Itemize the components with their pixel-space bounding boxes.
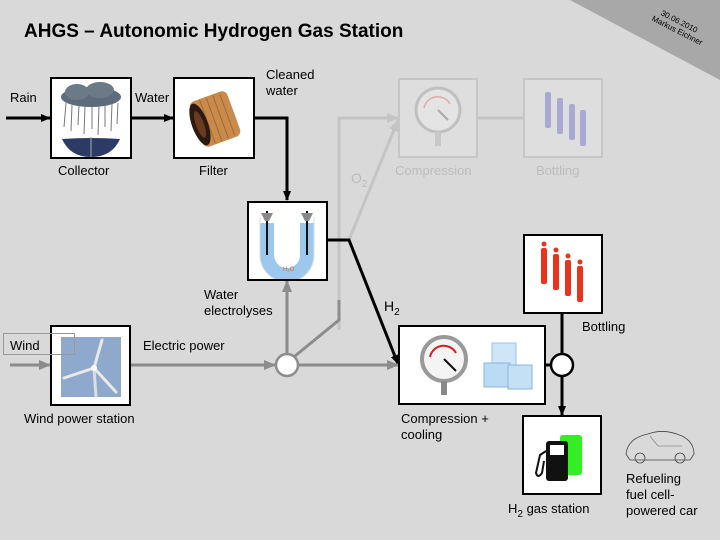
o2-label: O2 xyxy=(351,170,368,190)
power-to-faded-compression xyxy=(294,300,341,358)
wind-power-station-label: Wind power station xyxy=(24,411,135,426)
water-electrolyses-label: Water electrolyses xyxy=(204,287,273,318)
svg-text:H₂O: H₂O xyxy=(283,267,295,273)
compression-cooling-box[interactable] xyxy=(398,325,546,405)
faded-compression-label: Compression xyxy=(395,163,472,178)
power-junction xyxy=(274,352,300,378)
filter-label: Filter xyxy=(199,163,228,178)
page-title: AHGS – Autonomic Hydrogen Gas Station xyxy=(24,21,404,42)
gas-cylinders-faded-icon xyxy=(545,92,586,146)
wind-turbine-icon xyxy=(61,337,121,398)
o2-line xyxy=(347,119,400,241)
h2-gas-station-label: H2 gas station xyxy=(508,501,590,520)
wind-label: Wind xyxy=(10,338,40,353)
wind-power-station-box[interactable] xyxy=(50,325,131,406)
h2-junction xyxy=(549,352,575,378)
fuel-pump-icon xyxy=(534,435,582,481)
h2-arrow xyxy=(327,238,400,365)
pressure-gauge-faded-icon xyxy=(414,86,462,146)
cleaned-water-label: Cleaned water xyxy=(266,67,315,98)
collector-box[interactable] xyxy=(50,77,132,159)
electric-power-label: Electric power xyxy=(143,338,225,353)
filter-cartridge-icon xyxy=(189,91,241,147)
cleaned-water-arrow xyxy=(253,116,291,201)
electrolysis-box[interactable]: H₂O xyxy=(247,201,328,283)
gas-cylinders-icon xyxy=(541,241,583,302)
h2-label: H2 xyxy=(384,298,400,318)
wind-label-frame xyxy=(3,333,75,355)
rain-cloud-umbrella-icon xyxy=(61,82,121,157)
filter-box[interactable] xyxy=(173,77,255,159)
corner-banner: 30.06.2010 Markus Eichner xyxy=(570,0,720,80)
rain-label: Rain xyxy=(10,90,37,105)
compression-cooling-label: Compression + cooling xyxy=(401,411,489,442)
faded-line-to-compression xyxy=(337,113,399,330)
bottling-label: Bottling xyxy=(582,319,626,334)
refueling-label: Refueling fuel cell- powered car xyxy=(626,471,698,518)
faded-compression-box xyxy=(398,78,478,158)
pressure-gauge-icon xyxy=(420,335,468,395)
h2-gas-station-box[interactable] xyxy=(522,415,602,495)
u-tube-electrolysis-icon: H₂O xyxy=(259,211,315,283)
ice-cubes-icon xyxy=(483,342,533,390)
faded-bottling-label: Bottling xyxy=(536,163,580,178)
faded-flow xyxy=(337,113,523,330)
water-label: Water xyxy=(135,90,170,105)
car-sketch-icon xyxy=(625,431,695,464)
bottling-box[interactable] xyxy=(523,234,603,314)
faded-bottling-box xyxy=(523,78,603,158)
collector-label: Collector xyxy=(58,163,110,178)
